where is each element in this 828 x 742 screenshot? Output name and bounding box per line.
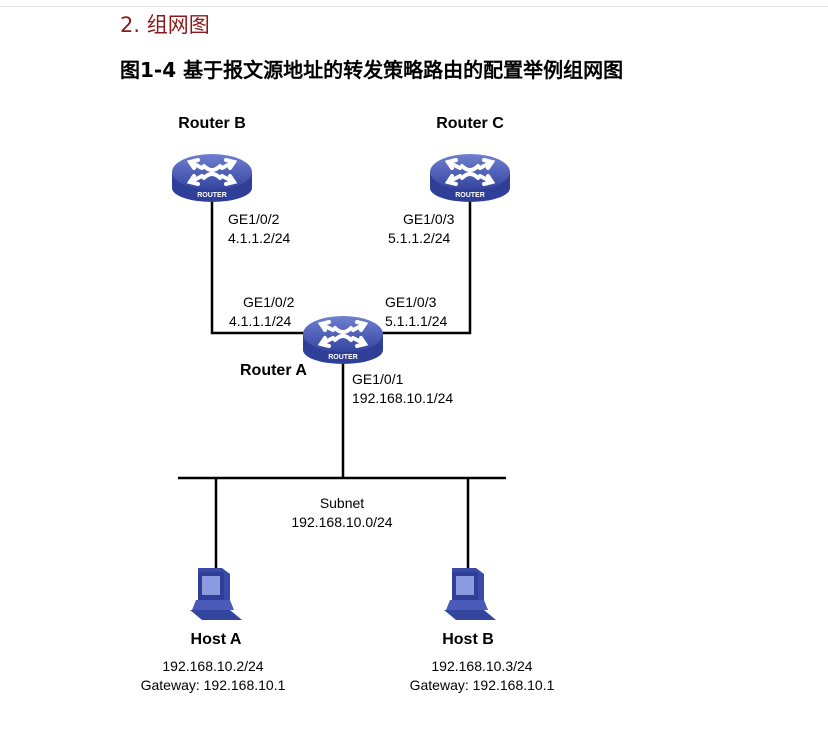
router-a-label: Router A — [240, 362, 307, 379]
router-a-icon — [301, 314, 385, 366]
router-c-ip: 5.1.1.2/24 — [388, 230, 451, 246]
link-routerb-routera — [210, 192, 320, 335]
host-b-label: Host B — [442, 631, 494, 648]
router-b-label: Router B — [178, 115, 246, 132]
host-a-gateway: Gateway: 192.168.10.1 — [140, 677, 286, 693]
subnet-label: Subnet — [319, 495, 365, 511]
host-a-label: Host A — [190, 631, 242, 648]
router-a-port-3: GE1/0/1 — [352, 371, 404, 387]
router-c-port: GE1/0/3 — [403, 211, 455, 227]
router-a-ip-3: 192.168.10.1/24 — [352, 390, 454, 406]
host-b-gateway: Gateway: 192.168.10.1 — [409, 677, 555, 693]
router-a-port-2: GE1/0/3 — [385, 294, 437, 310]
figure-title: 图1-4 基于报文源地址的转发策略路由的配置举例组网图 — [120, 58, 624, 82]
router-a-ip-2: 5.1.1.1/24 — [385, 313, 448, 329]
router-c-icon — [428, 152, 512, 204]
router-b-port: GE1/0/2 — [228, 211, 280, 227]
router-a-port-1: GE1/0/2 — [243, 294, 295, 310]
router-b-ip: 4.1.1.2/24 — [228, 230, 291, 246]
host-b-icon — [444, 568, 496, 620]
subnet-ip: 192.168.10.0/24 — [291, 514, 393, 530]
host-a-ip: 192.168.10.2/24 — [162, 658, 264, 674]
router-b-icon — [170, 152, 254, 204]
router-a-ip-1: 4.1.1.1/24 — [229, 313, 292, 329]
host-b-ip: 192.168.10.3/24 — [431, 658, 533, 674]
host-a-icon — [190, 568, 242, 620]
router-c-label: Router C — [436, 115, 504, 132]
section-heading: 2. 组网图 — [120, 13, 210, 37]
top-divider — [0, 6, 828, 7]
link-routerc-routera — [366, 192, 472, 335]
